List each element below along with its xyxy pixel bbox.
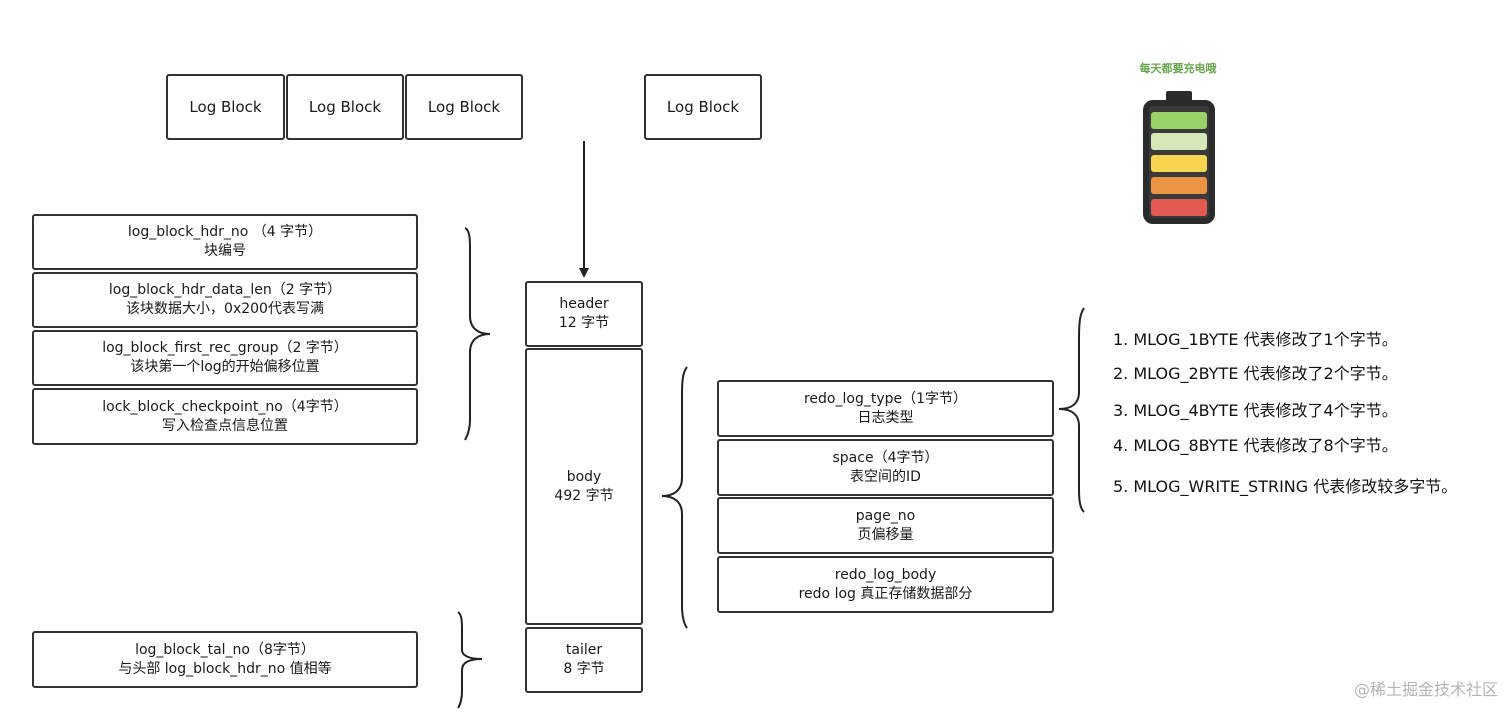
field-desc: 写入检查点信息位置 bbox=[162, 417, 288, 434]
header-field-data-len: log_block_hdr_data_len（2 字节） 该块数据大小，0x20… bbox=[32, 272, 418, 328]
field-name: redo_log_body bbox=[834, 566, 937, 583]
log-block-label: Log Block bbox=[189, 97, 262, 116]
log-block-1: Log Block bbox=[166, 74, 285, 140]
field-desc: 日志类型 bbox=[857, 409, 914, 426]
list-item: 2. MLOG_2BYTE 代表修改了2个字节。 bbox=[1113, 364, 1398, 383]
header-field-hdr-no: log_block_hdr_no （4 字节） 块编号 bbox=[32, 214, 418, 270]
field-desc: 页偏移量 bbox=[857, 526, 914, 543]
part-size: 12 字节 bbox=[558, 315, 610, 331]
log-block-2: Log Block bbox=[286, 74, 404, 140]
list-item: 3. MLOG_4BYTE 代表修改了4个字节。 bbox=[1113, 401, 1398, 420]
log-block-label: Log Block bbox=[666, 97, 740, 116]
field-name: page_no bbox=[855, 507, 916, 524]
block-tailer-part: tailer 8 字节 bbox=[525, 627, 643, 693]
brace-tailer-field bbox=[457, 611, 483, 709]
battery-cell bbox=[1151, 199, 1207, 216]
part-name: body bbox=[566, 468, 602, 485]
body-field-redo-log-type: redo_log_type（1字节） 日志类型 bbox=[717, 380, 1054, 437]
brace-body-fields bbox=[661, 366, 688, 629]
list-item: 1. MLOG_1BYTE 代表修改了1个字节。 bbox=[1113, 330, 1398, 349]
field-name: lock_block_checkpoint_no（4字节） bbox=[102, 398, 348, 415]
field-desc: 块编号 bbox=[204, 243, 246, 259]
field-desc: 该块数据大小，0x200代表写满 bbox=[126, 301, 324, 317]
body-field-space: space（4字节） 表空间的ID bbox=[717, 439, 1054, 496]
log-block-4: Log Block bbox=[644, 74, 762, 140]
brace-type-list bbox=[1058, 307, 1085, 513]
field-desc: redo log 真正存储数据部分 bbox=[798, 585, 973, 602]
part-name: tailer bbox=[565, 642, 603, 658]
battery-title: 每天都要充电哦 bbox=[1139, 62, 1217, 75]
part-name: header bbox=[559, 296, 609, 312]
block-body-part: body 492 字节 bbox=[525, 348, 643, 625]
battery-icon bbox=[1143, 100, 1215, 224]
field-desc: 表空间的ID bbox=[850, 468, 921, 485]
body-field-redo-log-body: redo_log_body redo log 真正存储数据部分 bbox=[717, 556, 1054, 613]
field-desc: 与头部 log_block_hdr_no 值相等 bbox=[118, 660, 332, 677]
field-desc: 该块第一个log的开始偏移位置 bbox=[130, 359, 320, 375]
log-block-label: Log Block bbox=[308, 97, 382, 116]
battery-cell bbox=[1151, 177, 1207, 194]
header-field-first-rec-group: log_block_first_rec_group（2 字节） 该块第一个log… bbox=[32, 330, 418, 386]
list-item: 5. MLOG_WRITE_STRING 代表修改较多字节。 bbox=[1113, 477, 1458, 496]
field-name: log_block_first_rec_group（2 字节） bbox=[102, 340, 348, 356]
part-size: 492 字节 bbox=[554, 487, 614, 504]
field-name: log_block_tal_no（8字节） bbox=[135, 641, 315, 658]
body-field-page-no: page_no 页偏移量 bbox=[717, 497, 1054, 554]
battery-cell bbox=[1151, 133, 1207, 150]
battery-cell bbox=[1151, 155, 1207, 172]
field-name: redo_log_type（1字节） bbox=[803, 390, 968, 407]
battery-cap-icon bbox=[1166, 91, 1192, 102]
header-field-checkpoint-no: lock_block_checkpoint_no（4字节） 写入检查点信息位置 bbox=[32, 388, 418, 445]
watermark: @稀土掘金技术社区 bbox=[1353, 680, 1498, 699]
brace-header-fields bbox=[464, 227, 491, 441]
log-block-label: Log Block bbox=[427, 97, 501, 116]
battery-cell bbox=[1151, 112, 1207, 129]
tailer-field-tal-no: log_block_tal_no（8字节） 与头部 log_block_hdr_… bbox=[32, 631, 418, 688]
list-item: 4. MLOG_8BYTE 代表修改了8个字节。 bbox=[1113, 436, 1398, 455]
block-header-part: header 12 字节 bbox=[525, 281, 643, 347]
field-name: log_block_hdr_no （4 字节） bbox=[127, 224, 323, 240]
part-size: 8 字节 bbox=[563, 661, 605, 677]
field-name: log_block_hdr_data_len（2 字节） bbox=[108, 282, 342, 298]
log-block-3: Log Block bbox=[405, 74, 523, 140]
field-name: space（4字节） bbox=[832, 449, 939, 466]
